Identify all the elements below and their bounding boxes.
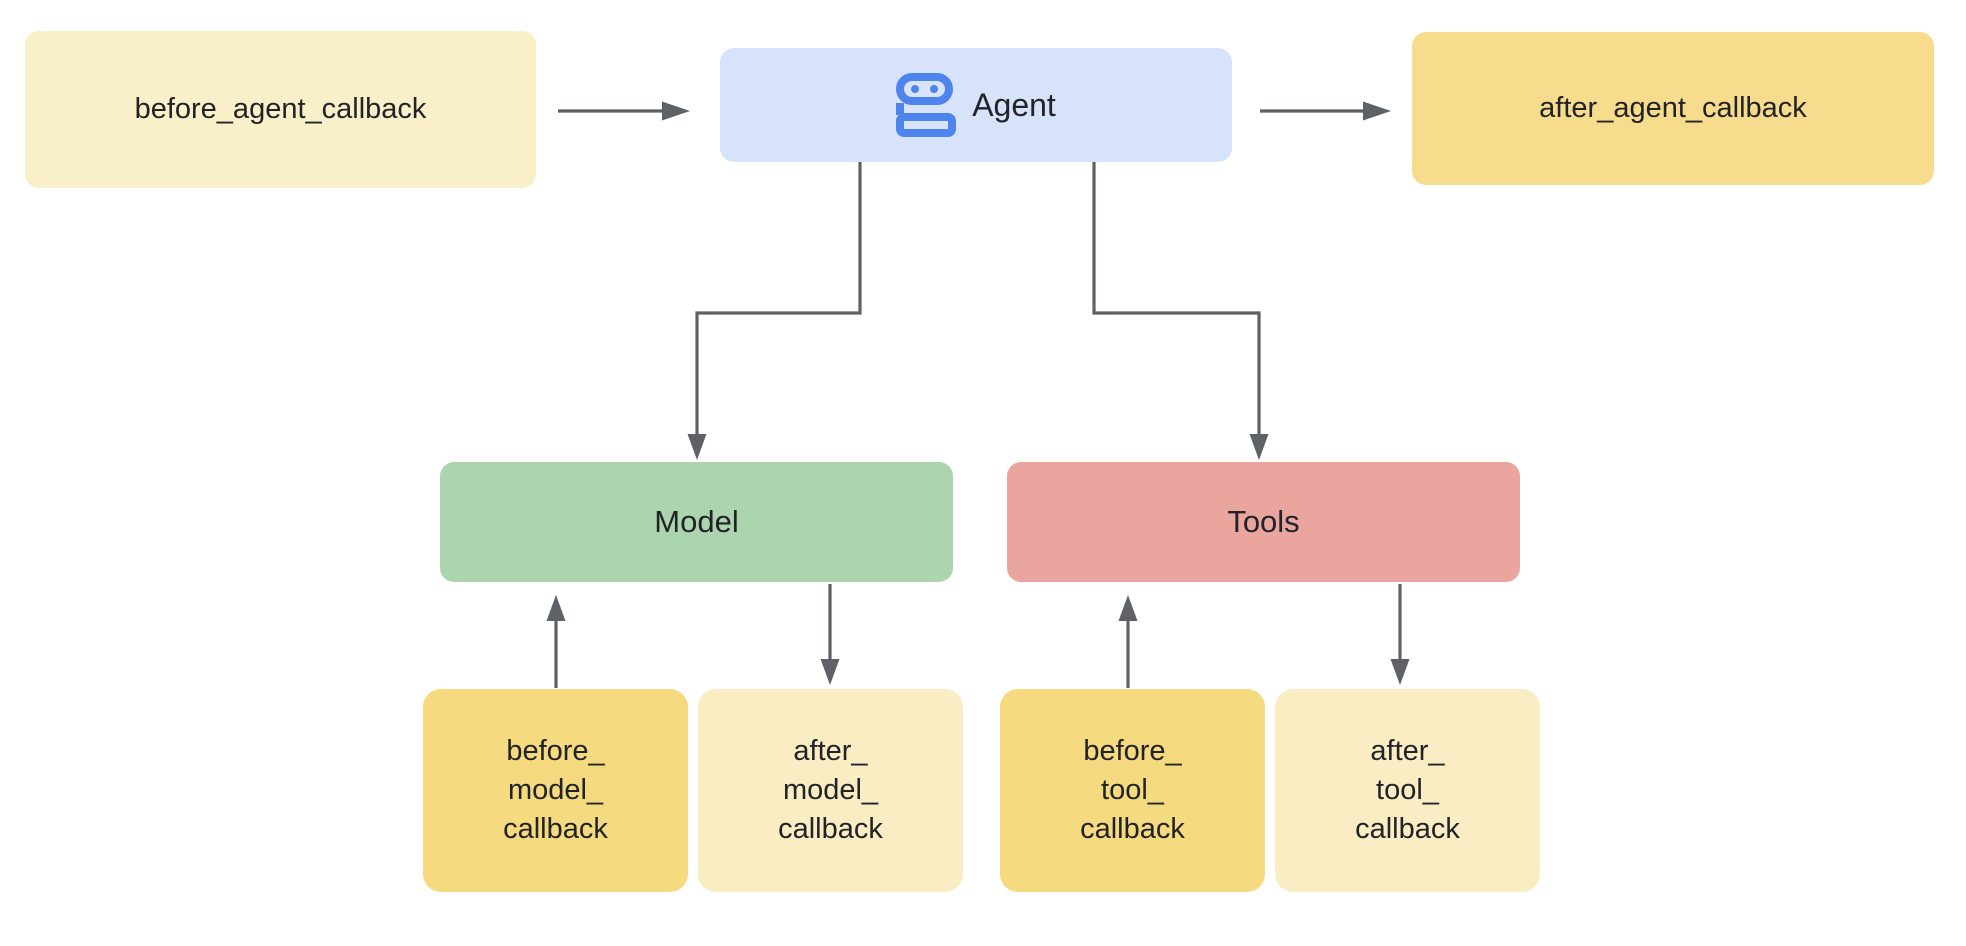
node-before-agent-callback: before_agent_callback	[25, 31, 536, 188]
edge-tools-to-after-tool	[1390, 584, 1410, 685]
node-model: Model	[440, 462, 953, 582]
node-label: after_ model_ callback	[778, 735, 883, 845]
edge-before-agent-to-agent	[558, 101, 690, 121]
node-label: before_agent_callback	[134, 93, 427, 125]
node-before-tool-callback: before_ tool_ callback	[1000, 689, 1265, 892]
node-agent: Agent	[720, 48, 1232, 162]
node-label: before_ tool_ callback	[1080, 735, 1185, 845]
node-label: after_agent_callback	[1539, 92, 1807, 124]
node-label: before_ model_ callback	[503, 735, 608, 845]
node-label: after_ tool_ callback	[1355, 735, 1460, 845]
edge-before-model-to-model	[546, 595, 566, 688]
node-after-tool-callback: after_ tool_ callback	[1275, 689, 1540, 892]
node-label: Model	[654, 504, 739, 539]
robot-icon	[896, 73, 957, 137]
node-tools: Tools	[1007, 462, 1520, 582]
node-before-model-callback: before_ model_ callback	[423, 689, 688, 892]
node-label: Agent	[972, 86, 1056, 123]
node-after-agent-callback: after_agent_callback	[1412, 32, 1934, 185]
node-label: Tools	[1227, 504, 1300, 539]
edge-before-tool-to-tools	[1118, 595, 1138, 688]
edge-agent-to-tools	[1092, 162, 1269, 460]
edge-agent-to-after-agent	[1260, 101, 1391, 121]
edge-model-to-after-model	[820, 584, 840, 685]
edge-agent-to-model	[687, 162, 862, 460]
node-after-model-callback: after_ model_ callback	[698, 689, 963, 892]
